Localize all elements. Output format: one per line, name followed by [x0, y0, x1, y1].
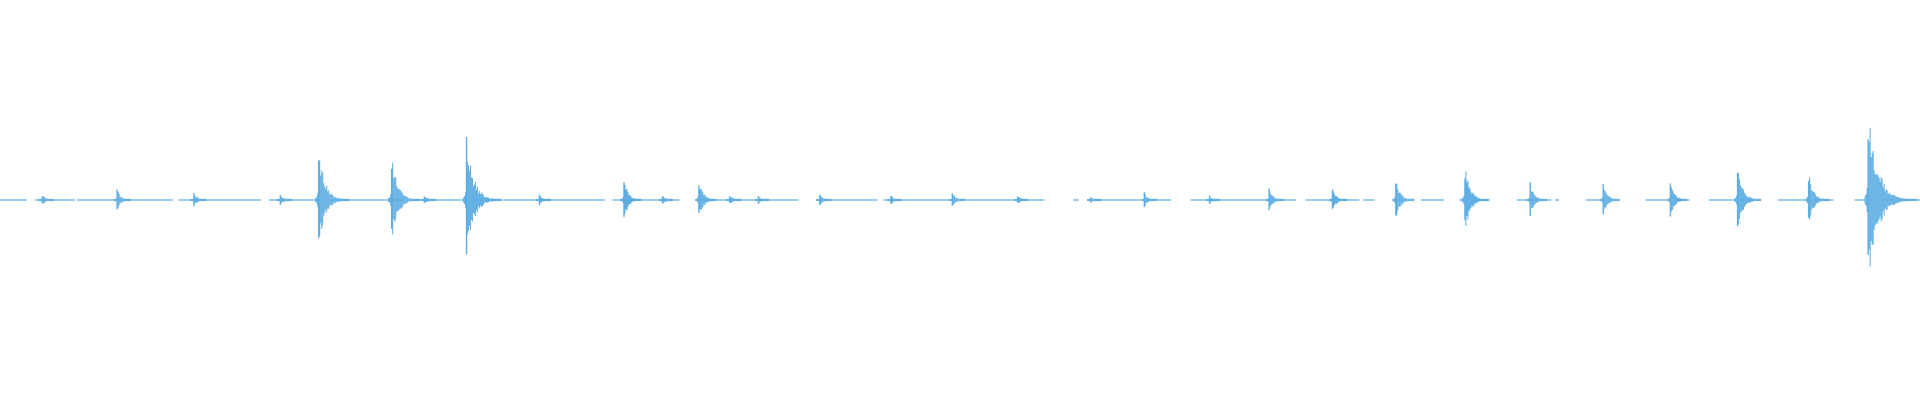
waveform-transient: [1265, 188, 1284, 211]
waveform-transient: [1087, 197, 1102, 203]
waveform-transient: [420, 196, 436, 204]
waveform-transient: [816, 194, 832, 206]
waveform-transient: [1864, 127, 1917, 267]
waveform-transient: [1666, 183, 1687, 217]
waveform-transient: [695, 185, 717, 213]
waveform-transient: [315, 160, 350, 239]
waveform-segment: [1459, 199, 1464, 201]
waveform-segment: [76, 199, 116, 201]
waveform-transient: [1206, 195, 1221, 205]
waveform-transient: [38, 196, 54, 204]
waveform-segment: [1190, 199, 1268, 201]
waveform-segment: [1094, 199, 1141, 201]
waveform-transient: [1805, 177, 1830, 220]
waveform-transient: [1526, 182, 1547, 216]
waveform-segment: [816, 199, 878, 201]
waveform-segment: [1645, 199, 1671, 201]
waveform-transient: [754, 196, 769, 204]
waveform-transient: [948, 193, 965, 206]
waveform-segment: [1708, 199, 1734, 201]
waveform-transient: [1014, 196, 1029, 203]
waveform-segment: [1420, 199, 1444, 201]
waveform-segment: [1585, 199, 1606, 201]
waveform-segment: [268, 199, 323, 201]
waveform-segment: [330, 199, 404, 201]
waveform-segment: [612, 199, 680, 201]
waveform-segment: [49, 199, 75, 201]
waveform-segment: [1854, 199, 1874, 201]
waveform-segment: [122, 199, 173, 201]
waveform-transient: [620, 182, 642, 217]
waveform-segment: [1073, 199, 1080, 201]
waveform-segment: [0, 199, 27, 201]
waveform-transient: [726, 196, 742, 204]
waveform-transient: [276, 195, 292, 205]
waveform-transient: [113, 189, 131, 210]
waveform-transient: [887, 195, 902, 204]
waveform-transient: [1734, 172, 1762, 227]
waveform-transient: [1599, 183, 1620, 215]
waveform-transient: [1328, 189, 1347, 209]
waveform-segment: [410, 199, 496, 201]
waveform-transient: [1392, 183, 1415, 216]
waveform-segment: [503, 199, 605, 201]
waveform-segment: [1363, 199, 1375, 201]
waveform-transient: [190, 193, 207, 207]
waveform-transient: [1140, 192, 1157, 208]
waveform-transient: [536, 194, 552, 206]
waveform-transient: [388, 162, 421, 235]
waveform-segment: [960, 199, 1045, 201]
waveform-segment: [883, 199, 951, 201]
waveform-transient: [1461, 171, 1489, 227]
waveform-segment: [1555, 199, 1560, 201]
waveform-transients: [38, 127, 1917, 267]
waveform-segment: [695, 199, 799, 201]
waveform-segment: [178, 199, 262, 201]
waveform-transient: [463, 137, 503, 255]
waveform-segment: [1146, 199, 1172, 201]
waveform-transient: [658, 196, 673, 204]
